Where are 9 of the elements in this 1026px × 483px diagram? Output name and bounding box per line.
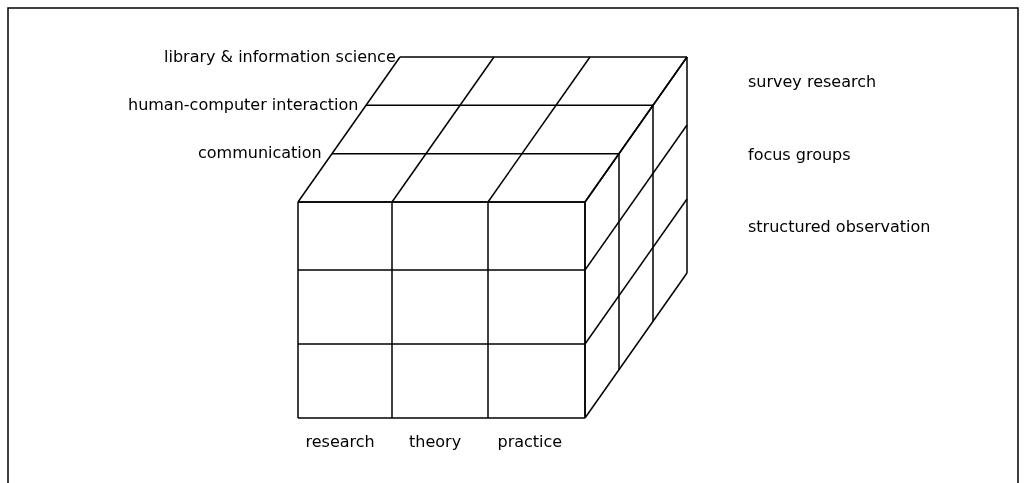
axis-label: human-computer interaction <box>128 95 359 115</box>
axis-label: focus groups <box>748 145 851 165</box>
axis-label: library & information science <box>164 47 396 67</box>
axis-label: practice <box>497 432 563 452</box>
axis-label: communication <box>198 143 322 163</box>
axis-label: structured observation <box>748 217 931 237</box>
axis-label: survey research <box>748 72 877 92</box>
axis-label: theory <box>409 432 462 452</box>
axis-label: research <box>305 432 375 452</box>
